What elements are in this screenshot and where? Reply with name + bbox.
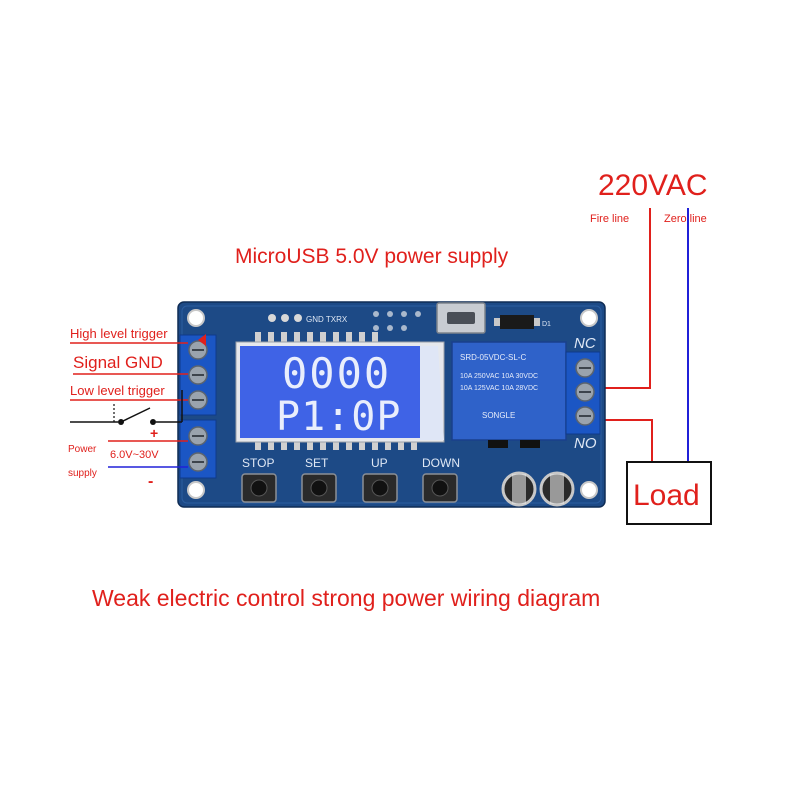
ac-voltage-label: 220VAC	[598, 169, 708, 202]
lcd-line-2: P1:0P	[276, 394, 401, 440]
ac-wiring	[600, 208, 689, 462]
voltage-range-label: 6.0V~30V	[110, 449, 159, 461]
diagram-caption: Weak electric control strong power wirin…	[92, 585, 600, 611]
input-wiring: High level trigger Signal GND Low level …	[68, 326, 206, 490]
small-pads	[373, 311, 421, 331]
down-button-label: DOWN	[422, 456, 460, 470]
power-label-line1: Power	[68, 444, 97, 455]
mounting-hole	[580, 481, 598, 499]
diode	[500, 315, 534, 329]
lcd-pins-top	[255, 332, 378, 342]
fire-line-wire	[600, 208, 651, 389]
mounting-hole	[580, 309, 598, 327]
lcd-light-guide	[420, 346, 444, 440]
diode-label: D1	[542, 321, 551, 328]
relay-model: SRD-05VDC-SL-C	[460, 353, 526, 362]
down-button[interactable]	[422, 473, 458, 503]
load-box	[626, 461, 712, 525]
minus-sign: -	[148, 473, 153, 490]
fire-line-label: Fire line	[590, 213, 629, 225]
mounting-hole	[187, 309, 205, 327]
no-to-load-wire	[600, 419, 653, 462]
signal-gnd-label: Signal GND	[73, 353, 163, 372]
smd-component	[488, 440, 508, 448]
header-label: GND TXRX	[306, 315, 348, 324]
high-level-trigger-label: High level trigger	[70, 326, 168, 341]
relay-nc-label: NC	[574, 335, 596, 352]
pcb-board: GND TXRX D1	[177, 301, 606, 508]
stop-button-label: STOP	[242, 456, 274, 470]
lcd-screen	[240, 346, 438, 438]
set-button[interactable]	[301, 473, 337, 503]
lcd-pins-bottom	[255, 440, 417, 450]
switch-icon	[70, 390, 183, 425]
smd-component	[520, 440, 540, 448]
arrow-icon	[198, 334, 206, 346]
usb-power-title: MicroUSB 5.0V power supply	[235, 245, 509, 268]
relay-rating-1: 10A 250VAC 10A 30VDC	[460, 373, 538, 380]
mounting-hole	[187, 481, 205, 499]
load-label: Load	[633, 479, 700, 512]
plus-sign: +	[150, 425, 158, 441]
relay-brand: SONGLE	[482, 411, 515, 420]
zero-line-label: Zero line	[664, 213, 707, 225]
micro-usb-slot	[447, 312, 475, 324]
up-button-label: UP	[371, 456, 388, 470]
up-button[interactable]	[362, 473, 398, 503]
relay-rating-2: 10A 125VAC 10A 28VDC	[460, 385, 538, 392]
stop-button[interactable]	[241, 473, 277, 503]
header-pads	[268, 314, 302, 322]
power-label-line2: supply	[68, 468, 97, 479]
low-level-trigger-label: Low level trigger	[70, 383, 165, 398]
relay-body	[451, 341, 567, 441]
lcd-line-1: 0000	[282, 349, 391, 398]
set-button-label: SET	[305, 456, 329, 470]
relay-no-label: NO	[574, 435, 597, 452]
